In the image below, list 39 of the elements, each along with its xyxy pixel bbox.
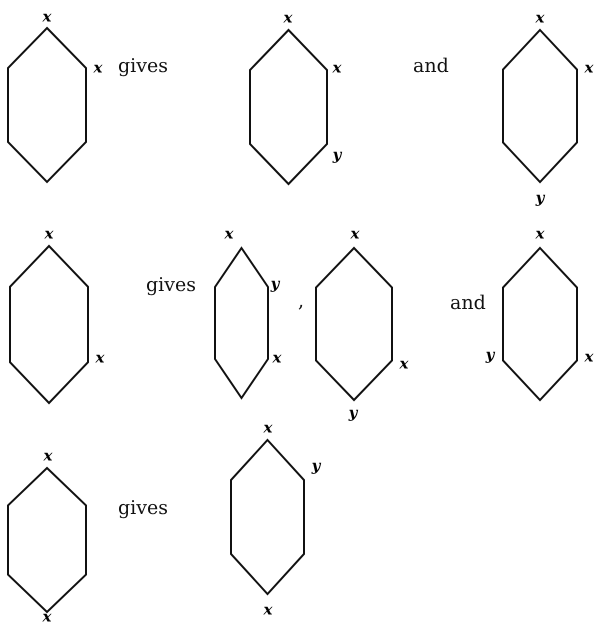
hexagon xyxy=(231,440,304,594)
vertex-label: y xyxy=(312,458,320,474)
vertex-label: x xyxy=(332,60,342,76)
vertex-label: x xyxy=(42,10,52,24)
vertex-label: x xyxy=(42,610,52,624)
connective-word: and xyxy=(413,55,449,77)
vertex-label: x xyxy=(536,10,544,26)
hexagon xyxy=(8,468,86,612)
connective-word: gives xyxy=(146,274,196,296)
vertex-label: x xyxy=(350,226,360,242)
vertex-label: y xyxy=(270,276,280,292)
vertex-label: x xyxy=(536,226,544,242)
vertex-label: x xyxy=(44,226,54,242)
vertex-label: x xyxy=(264,420,272,436)
vertex-label: x xyxy=(284,10,292,26)
vertex-label: x xyxy=(400,356,408,372)
hexagon xyxy=(316,248,392,400)
hexagon xyxy=(8,28,86,182)
vertex-label: y xyxy=(332,148,342,162)
vertex-label: x xyxy=(272,350,282,366)
connective-word: , xyxy=(298,290,304,312)
hexagon xyxy=(503,248,577,400)
connective-word: and xyxy=(450,292,486,314)
vertex-label: x xyxy=(224,226,234,242)
vertex-label: y xyxy=(486,348,494,362)
vertex-label: x xyxy=(94,60,102,76)
vertex-label: x xyxy=(96,350,104,366)
hexagon xyxy=(503,30,577,182)
hexagon xyxy=(215,248,268,398)
vertex-label: y xyxy=(536,190,544,206)
hexagon xyxy=(10,246,88,403)
vertex-label: y xyxy=(348,406,358,420)
hexagon xyxy=(250,30,327,184)
connective-word: gives xyxy=(118,497,168,519)
connective-word: gives xyxy=(118,55,168,77)
vertex-label: x xyxy=(264,602,272,618)
vertex-label: x xyxy=(584,350,594,364)
vertex-label: x xyxy=(44,448,52,464)
vertex-label: x xyxy=(584,60,594,76)
